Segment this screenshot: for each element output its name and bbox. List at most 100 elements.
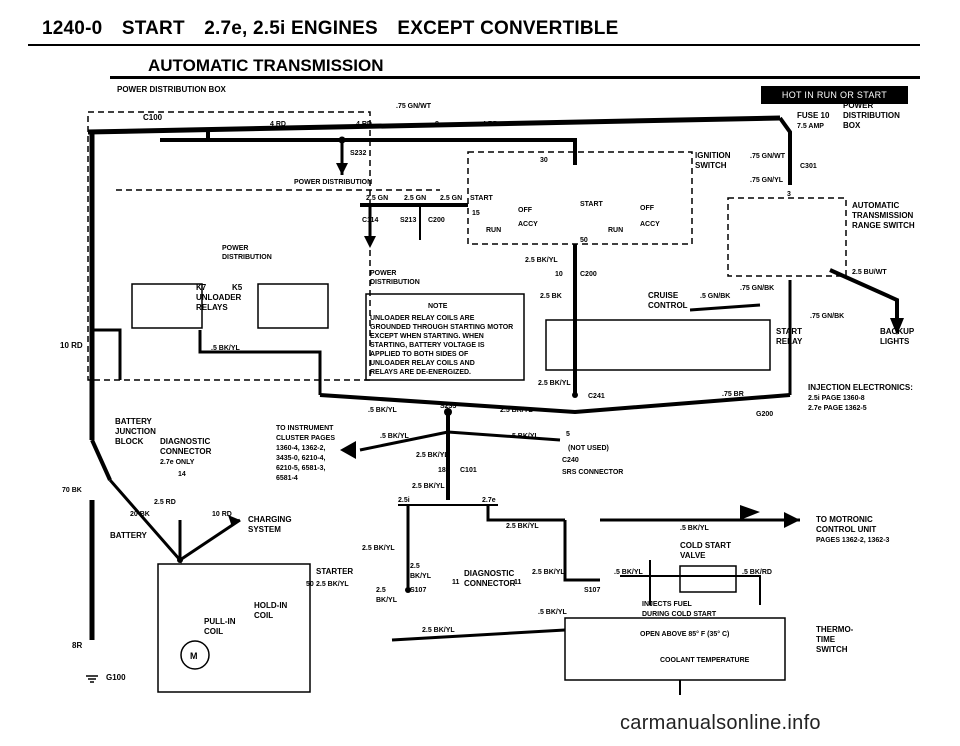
wire-25bkyl-f: 2.5 BK/YL: [362, 545, 395, 552]
wire-20bk: 20 BK: [130, 511, 150, 518]
charging-2: SYSTEM: [248, 525, 281, 534]
unloader-2: RELAYS: [196, 303, 228, 312]
wire-25buwt: 2.5 BU/WT: [852, 269, 887, 276]
s107b-label: S107: [584, 587, 600, 594]
header-rule: [28, 44, 920, 46]
wire-5bkyl-g: .5 BK/YL: [538, 609, 568, 616]
fuse-10: FUSE 10: [797, 111, 830, 120]
wire-4rd-b: 4 RD: [356, 121, 372, 128]
power-wires: [86, 111, 899, 695]
note-box: NOTE UNLOADER RELAY COILS ARE GROUNDED T…: [365, 293, 525, 381]
injection-3: 2.7e PAGE 1362-5: [808, 405, 867, 412]
auto-range-2: TRANSMISSION: [852, 211, 914, 220]
wire-75gnbk: .75 GN/BK: [740, 285, 774, 292]
wire-70bk: 70 BK: [62, 487, 82, 494]
not-used: (NOT USED): [568, 445, 609, 452]
wire-25rd: 2.5 RD: [154, 499, 176, 506]
wire-4rd-a: 4 RD: [270, 121, 286, 128]
pin-10: 10: [555, 271, 563, 278]
pin-50b: 50: [306, 581, 314, 588]
g200-label: G200: [756, 411, 773, 418]
c114-label: C114: [362, 217, 378, 224]
labels: POWER DISTRIBUTION BOX C100 .75 GN/WT 4 …: [60, 85, 915, 682]
backup-1: BACKUP: [880, 327, 915, 336]
diag2-2: CONNECTOR: [464, 579, 516, 588]
to-instr-6: 6581-4: [276, 475, 298, 482]
ign-switch-2: SWITCH: [695, 161, 727, 170]
auto-range-3: RANGE SWITCH: [852, 221, 915, 230]
note-title: NOTE: [428, 303, 448, 310]
pin-18: 18: [438, 467, 446, 474]
subtitle: AUTOMATIC TRANSMISSION: [148, 56, 384, 75]
c301-label: C301: [800, 163, 817, 170]
wire-25-b: BK/YL: [410, 573, 432, 580]
wire-25bkyl-j: 2.5 BK/YL: [422, 627, 455, 634]
note-line-2: GROUNDED THROUGH STARTING MOTOR: [370, 324, 513, 331]
wire-075gnwt: .75 GN/WT: [396, 103, 432, 110]
c101-label: C101: [460, 467, 477, 474]
s213-label: S213: [400, 217, 416, 224]
note-line-7: RELAYS ARE DE-ENERGIZED.: [370, 369, 471, 376]
wire-5bkyl-d: .5 BK/YL: [510, 433, 540, 440]
pin-8: 8: [435, 121, 439, 128]
wire-075gnyl: .75 GN/YL: [750, 177, 784, 184]
range-switch-box: [727, 197, 847, 277]
c100-label: C100: [143, 113, 163, 122]
accy-a: ACCY: [518, 221, 538, 228]
charging-1: CHARGING: [248, 515, 292, 524]
pullin-2: COIL: [204, 627, 223, 636]
battery-label: BATTERY: [110, 531, 148, 540]
pd-mid2-1: POWER: [370, 270, 396, 277]
arrows: [228, 163, 904, 528]
inj-fuel-2: DURING COLD START: [642, 611, 717, 618]
wire-25-c: 2.5: [376, 587, 386, 594]
c240-label: C240: [562, 457, 579, 464]
wire-25bkyl-d: 2.5 BK/YL: [416, 452, 449, 459]
wire-75br: .75 BR: [722, 391, 744, 398]
wire-25bk: 2.5 BK: [540, 293, 562, 300]
battery-jb-1: BATTERY: [115, 417, 153, 426]
wire-25gn-b: 2.5 GN: [404, 195, 426, 202]
wire-5bkrd: .5 BK/RD: [742, 569, 772, 576]
wire-10rd: 10 RD: [60, 341, 83, 350]
s233-label: S233: [440, 403, 456, 410]
wire-5bkyl-b: .5 BK/YL: [368, 407, 398, 414]
starter-label: STARTER: [316, 567, 353, 576]
motor-m-label: M: [190, 651, 198, 661]
battery-jb-3: BLOCK: [115, 437, 144, 446]
wire-25bkyl-i: 2.5 BK/YL: [532, 569, 565, 576]
watermark: carmanualsonline.info: [620, 712, 821, 734]
cold-start-1: COLD START: [680, 541, 731, 550]
run-a: RUN: [486, 227, 501, 234]
to-instr-4: 3435-0, 6210-4,: [276, 455, 325, 462]
power-dist-box-label: POWER DISTRIBUTION BOX: [117, 85, 227, 94]
battery-jb-2: JUNCTION: [115, 427, 156, 436]
pullin-1: PULL-IN: [204, 617, 236, 626]
pd-mid-label: POWER DISTRIBUTION: [294, 179, 372, 186]
starter-box: [157, 563, 311, 693]
to-motronic-3: PAGES 1362-2, 1362-3: [816, 537, 890, 544]
cruise-1: CRUISE: [648, 291, 679, 300]
start-relay-2: RELAY: [776, 337, 803, 346]
srs-label: SRS CONNECTOR: [562, 469, 623, 476]
pin-50: 50: [580, 237, 588, 244]
pd-box-right-1: POWER: [843, 101, 873, 110]
engine-label: 2.7e, 2.5i ENGINES: [204, 18, 378, 39]
wire-5bkyl-f: .5 BK/YL: [614, 569, 644, 576]
start-relay-box: [545, 319, 771, 371]
wire-25bkyl-e: 2.5 BK/YL: [412, 483, 445, 490]
diag-conn-1: DIAGNOSTIC: [160, 437, 210, 446]
fuse-amp: 7.5 AMP: [797, 123, 824, 130]
pin-11a: 11: [452, 579, 460, 586]
k7-label: K7: [196, 283, 207, 292]
wire-5bkyl-relay: .5 BK/YL: [211, 345, 241, 352]
off-b: OFF: [640, 205, 655, 212]
to-instr-2: CLUSTER PAGES: [276, 435, 335, 442]
pd-left-2: DISTRIBUTION: [222, 254, 272, 261]
page-header: 1240-0 START 2.7e, 2.5i ENGINES EXCEPT C…: [42, 18, 632, 40]
page-code: 1240-0: [42, 18, 103, 39]
subtitle-rule: [110, 76, 920, 79]
to-motronic-1: TO MOTRONIC: [816, 515, 873, 524]
thermo-3: SWITCH: [816, 645, 848, 654]
